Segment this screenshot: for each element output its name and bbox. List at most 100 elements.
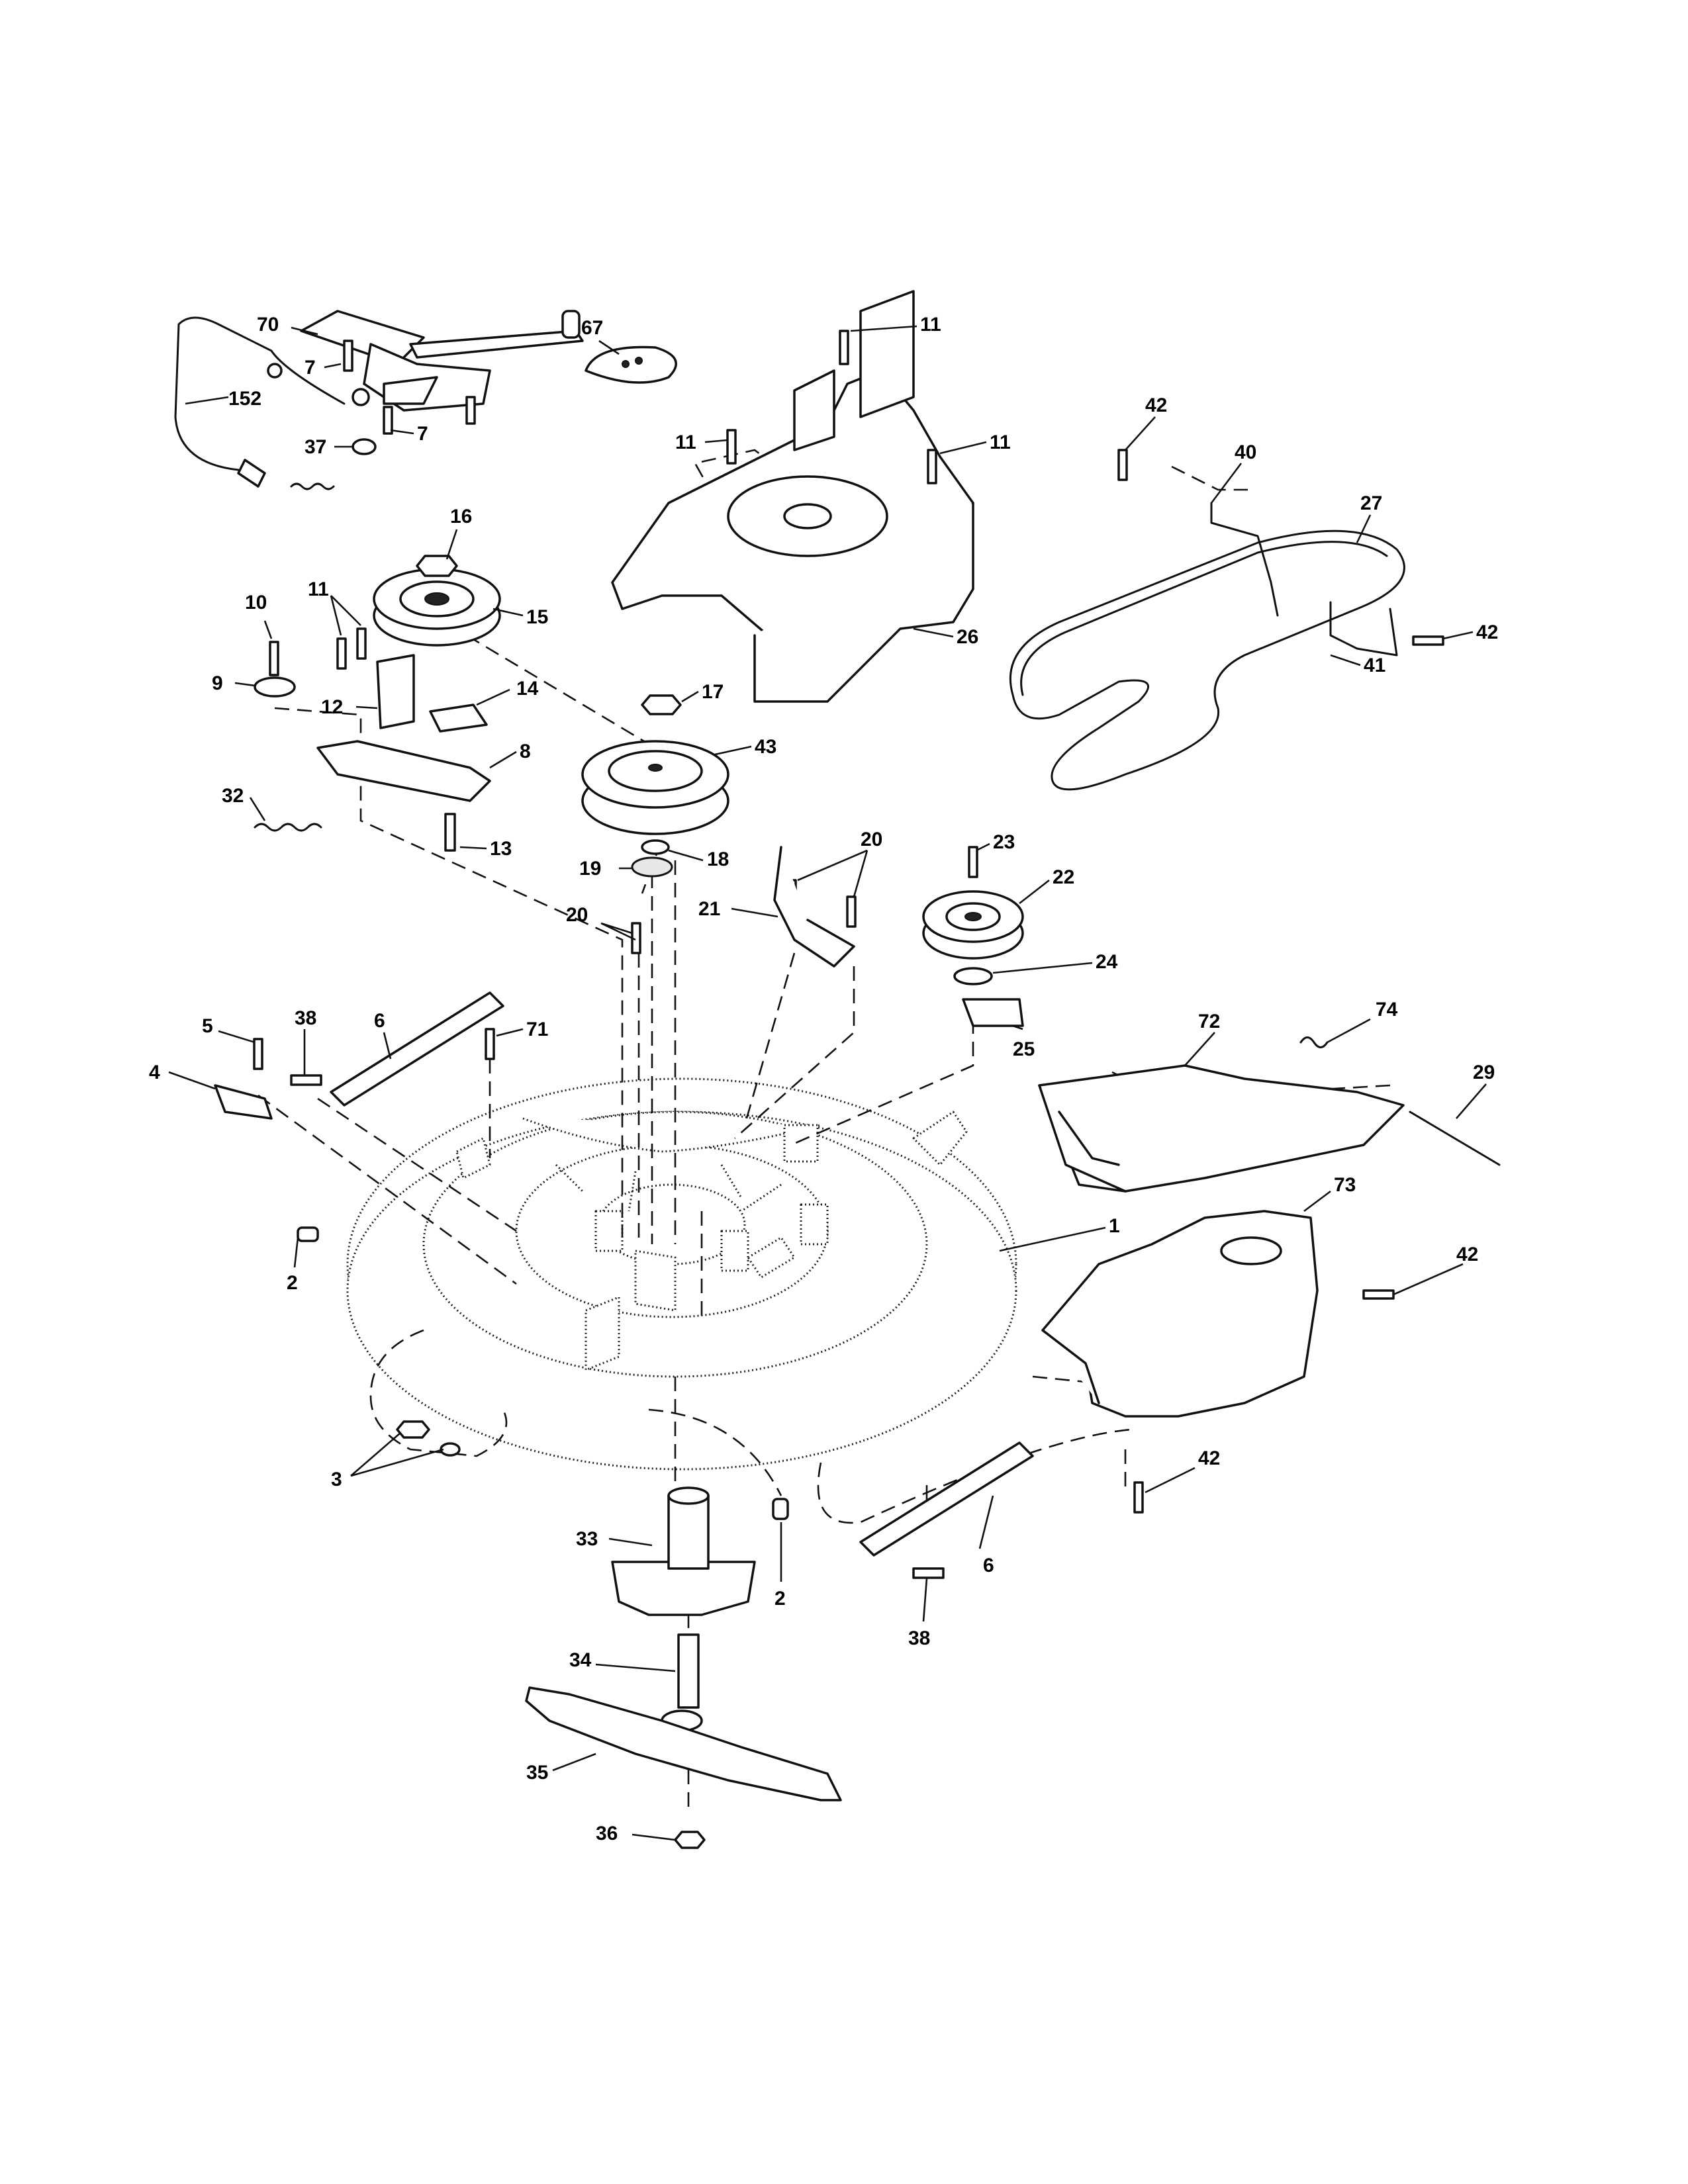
callout-43: 43	[755, 736, 776, 758]
bolt-11b	[356, 627, 367, 660]
callout-73: 73	[1334, 1174, 1356, 1196]
callout-22: 22	[1053, 866, 1074, 888]
callout-37: 37	[305, 436, 326, 458]
idler-pulley-22	[922, 890, 1024, 960]
spindle-pulley-43	[581, 740, 729, 835]
callout-74: 74	[1376, 999, 1398, 1021]
callout-23: 23	[993, 831, 1015, 853]
bolt-38a	[290, 1074, 322, 1086]
callout-13: 13	[490, 838, 512, 860]
callout-21: 21	[698, 898, 720, 920]
spindle-housing-33	[611, 1486, 756, 1616]
callout-20-right: 20	[861, 829, 882, 850]
bolt-36	[674, 1831, 706, 1849]
bracket-12	[376, 654, 415, 729]
callout-12: 12	[321, 696, 343, 718]
callout-6-bottom: 6	[983, 1555, 994, 1576]
nut-16	[416, 555, 458, 577]
deck-belt-27	[1009, 529, 1405, 791]
callout-11-cover-right: 11	[990, 432, 1011, 453]
callout-40: 40	[1235, 441, 1256, 463]
callout-7-bottom: 7	[417, 423, 428, 445]
bolt-11	[336, 637, 347, 670]
callout-41: 41	[1364, 655, 1385, 676]
callout-11-cover-top: 11	[920, 314, 941, 336]
nut-17	[641, 694, 682, 715]
callout-19: 19	[579, 858, 601, 880]
bolt-20c	[846, 895, 857, 928]
bolt-71	[485, 1028, 495, 1060]
bolt-11-cover-right	[927, 449, 937, 484]
spring-32	[254, 823, 322, 832]
callout-38-bottom: 38	[908, 1627, 930, 1649]
callout-17: 17	[702, 681, 724, 703]
washer-9	[254, 676, 296, 698]
callout-7-top: 7	[305, 357, 316, 379]
mower-deck-housing	[346, 1077, 1017, 1471]
callout-4: 4	[149, 1062, 160, 1083]
bracket-21	[773, 846, 855, 968]
callout-labels: 70 67 7 7 152 37 16 15 11 10 9 12 14 8 3…	[149, 314, 1498, 1844]
callout-9: 9	[212, 672, 223, 694]
callout-20-left: 20	[566, 904, 588, 926]
callout-34: 34	[569, 1649, 592, 1671]
callout-36: 36	[596, 1823, 618, 1844]
nut-18	[641, 839, 670, 855]
callout-24: 24	[1096, 951, 1118, 973]
pin-2a	[297, 1226, 319, 1242]
screw-42-top	[1117, 449, 1128, 481]
callout-70: 70	[257, 314, 279, 336]
pulley-cover-26	[611, 290, 974, 703]
callout-33: 33	[576, 1528, 598, 1550]
blade-35	[525, 1686, 842, 1801]
callout-42-bottom: 42	[1198, 1447, 1220, 1469]
callout-32: 32	[222, 785, 244, 807]
callout-67: 67	[581, 317, 603, 339]
idler-arm-8	[316, 740, 491, 802]
rod-29	[1409, 1111, 1501, 1166]
callout-11-cover-left: 11	[675, 432, 696, 453]
callout-8: 8	[520, 741, 531, 762]
belt-keeper-41	[1329, 601, 1398, 657]
callout-5: 5	[202, 1015, 213, 1037]
cable-grip-67	[585, 345, 677, 384]
idler-pulley-15	[373, 568, 501, 647]
callout-72: 72	[1198, 1011, 1220, 1032]
bolt-5	[253, 1038, 263, 1070]
discharge-chute-72	[1038, 1064, 1405, 1193]
callout-14: 14	[516, 678, 539, 700]
deck-stabilizer-6b	[859, 1441, 1034, 1557]
callout-18: 18	[707, 848, 729, 870]
callout-35: 35	[526, 1762, 548, 1784]
pin-2b	[772, 1498, 789, 1520]
callout-26: 26	[957, 626, 978, 648]
bracket-25	[962, 998, 1024, 1027]
callout-1: 1	[1109, 1215, 1120, 1237]
callout-3: 3	[331, 1469, 342, 1490]
spindle-shaft-34	[661, 1633, 703, 1732]
callout-15: 15	[526, 606, 548, 628]
callout-29: 29	[1473, 1062, 1495, 1083]
leader-lines	[168, 325, 1487, 1841]
bracket-4	[214, 1084, 273, 1120]
belt-keeper-40	[1210, 502, 1279, 617]
callout-16: 16	[450, 506, 472, 527]
lift-lever-assembly	[300, 310, 584, 435]
callout-42-chute: 42	[1456, 1244, 1478, 1265]
callout-6-top: 6	[374, 1010, 385, 1032]
screw-42-right	[1412, 635, 1444, 646]
callout-2-left: 2	[287, 1272, 298, 1294]
spring-74	[1299, 1036, 1329, 1048]
callout-2-right: 2	[774, 1588, 786, 1610]
callout-25: 25	[1013, 1038, 1035, 1060]
bolt-11-cover-left	[726, 429, 737, 465]
bolt-23	[968, 846, 978, 878]
callout-27: 27	[1360, 492, 1382, 514]
bolt-13	[444, 813, 456, 852]
bolt-38b	[912, 1567, 945, 1579]
callout-42-right: 42	[1476, 621, 1498, 643]
clutch-cable	[174, 316, 346, 490]
callout-10: 10	[245, 592, 267, 614]
callout-42-top: 42	[1145, 394, 1167, 416]
